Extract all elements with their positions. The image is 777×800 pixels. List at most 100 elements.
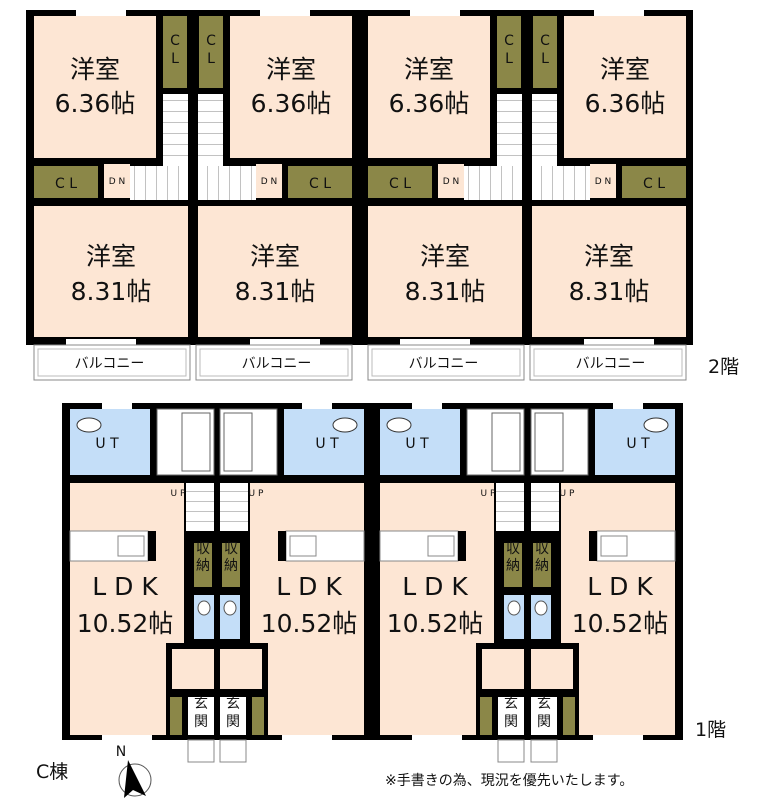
stair-step (145, 166, 146, 200)
balcony-inner (199, 348, 349, 377)
entrance-hall (220, 649, 262, 689)
ldk-upper (250, 483, 364, 643)
stair-step (198, 122, 223, 123)
closet-label-c: C (540, 33, 550, 49)
kitchen-sink (289, 535, 317, 557)
storage (504, 543, 522, 587)
stair-step (198, 133, 223, 134)
staircase-landing (464, 166, 522, 200)
stair-step (198, 100, 223, 101)
stair-step (240, 166, 241, 200)
entrance (498, 697, 524, 735)
stair-step (532, 144, 557, 145)
entrance (531, 697, 557, 735)
closet-middle-label: C L (643, 176, 665, 192)
window (410, 10, 460, 16)
utility-label: U T (315, 436, 339, 452)
bedroom-lower-name: 洋室 (584, 242, 634, 271)
bedroom-lower-size: 8.31帖 (569, 277, 650, 306)
bedroom-lower-name: 洋室 (86, 242, 136, 271)
stair-step (585, 166, 586, 200)
entrance (220, 697, 246, 735)
closet-label-c: C (504, 33, 514, 49)
entrance-label-1: 玄 (537, 695, 551, 712)
stair-step (163, 100, 188, 101)
stair-step (229, 166, 230, 200)
stair-step (220, 501, 248, 502)
compass-arrow-icon (124, 760, 146, 798)
bedroom-lower (532, 206, 686, 337)
window (282, 735, 332, 740)
bedroom-upper-size: 6.36帖 (55, 89, 136, 118)
staircase (186, 483, 214, 531)
stair-step (531, 501, 559, 502)
staircase (531, 483, 559, 531)
ldk-name: L D K (402, 572, 468, 601)
kitchen-sink (427, 535, 455, 557)
stair-step (251, 166, 252, 200)
balcony-inner (37, 348, 187, 377)
stair-step (532, 122, 557, 123)
utility-label: U T (405, 436, 429, 452)
bedroom-lower-size: 8.31帖 (71, 277, 152, 306)
entrance-label-2: 関 (226, 714, 240, 730)
window (400, 339, 470, 345)
hallway (590, 164, 616, 198)
shoe-cabinet (170, 697, 182, 735)
storage-label-2: 納 (196, 558, 210, 574)
staircase (496, 483, 524, 531)
stair-step (563, 166, 564, 200)
bedroom-lower-name: 洋室 (250, 242, 300, 271)
stair-step (532, 155, 557, 156)
stair-step (496, 491, 524, 492)
closet-middle (34, 166, 98, 198)
storage-label-2: 納 (535, 558, 549, 574)
window (302, 403, 332, 409)
stair-step (479, 166, 480, 200)
stairs-up-label: U P (171, 489, 186, 499)
bedroom-upper (564, 16, 686, 158)
bedroom-lower (34, 206, 188, 337)
stair-step (207, 166, 208, 200)
closet-middle (622, 166, 686, 198)
ldk-upper (70, 483, 184, 643)
entrance-label-2: 関 (194, 714, 208, 730)
storage (222, 543, 240, 587)
entrance-door (530, 739, 558, 763)
bedroom-lower (198, 206, 352, 337)
bathtub (223, 412, 253, 472)
ldk-upper (380, 483, 494, 643)
stair-step (531, 521, 559, 522)
toilet-icon (534, 600, 548, 616)
sink-icon (332, 417, 358, 433)
stairs-down-label: D N (443, 177, 460, 187)
stair-step (532, 133, 557, 134)
stair-step (497, 122, 522, 123)
stair-step (531, 511, 559, 512)
bedroom-upper (34, 16, 156, 158)
stair-step (497, 133, 522, 134)
stairs-down-label: D N (261, 177, 278, 187)
stair-step (497, 100, 522, 101)
hallway (256, 164, 282, 198)
balcony-label: バルコニー (576, 356, 646, 372)
bedroom-upper-name: 洋室 (70, 55, 120, 84)
bedroom-upper-size: 6.36帖 (585, 89, 666, 118)
closet-middle-label: C L (55, 176, 77, 192)
balcony-inner (371, 348, 521, 377)
storage-label-2: 納 (506, 558, 520, 574)
closet-label-l: L (171, 51, 179, 67)
kitchen-sink (600, 535, 628, 557)
shoe-cabinet (480, 697, 492, 735)
entrance-door (219, 739, 247, 763)
compass-icon (118, 763, 152, 797)
stairs-down-label: D N (109, 177, 126, 187)
balcony-inner (533, 348, 683, 377)
staircase-landing (532, 166, 590, 200)
bedroom-upper-name: 洋室 (266, 55, 316, 84)
stair-step (178, 166, 179, 200)
entrance-hall (172, 649, 214, 689)
bedroom-lower-size: 8.31帖 (235, 277, 316, 306)
ldk-size: 10.52帖 (261, 609, 358, 638)
